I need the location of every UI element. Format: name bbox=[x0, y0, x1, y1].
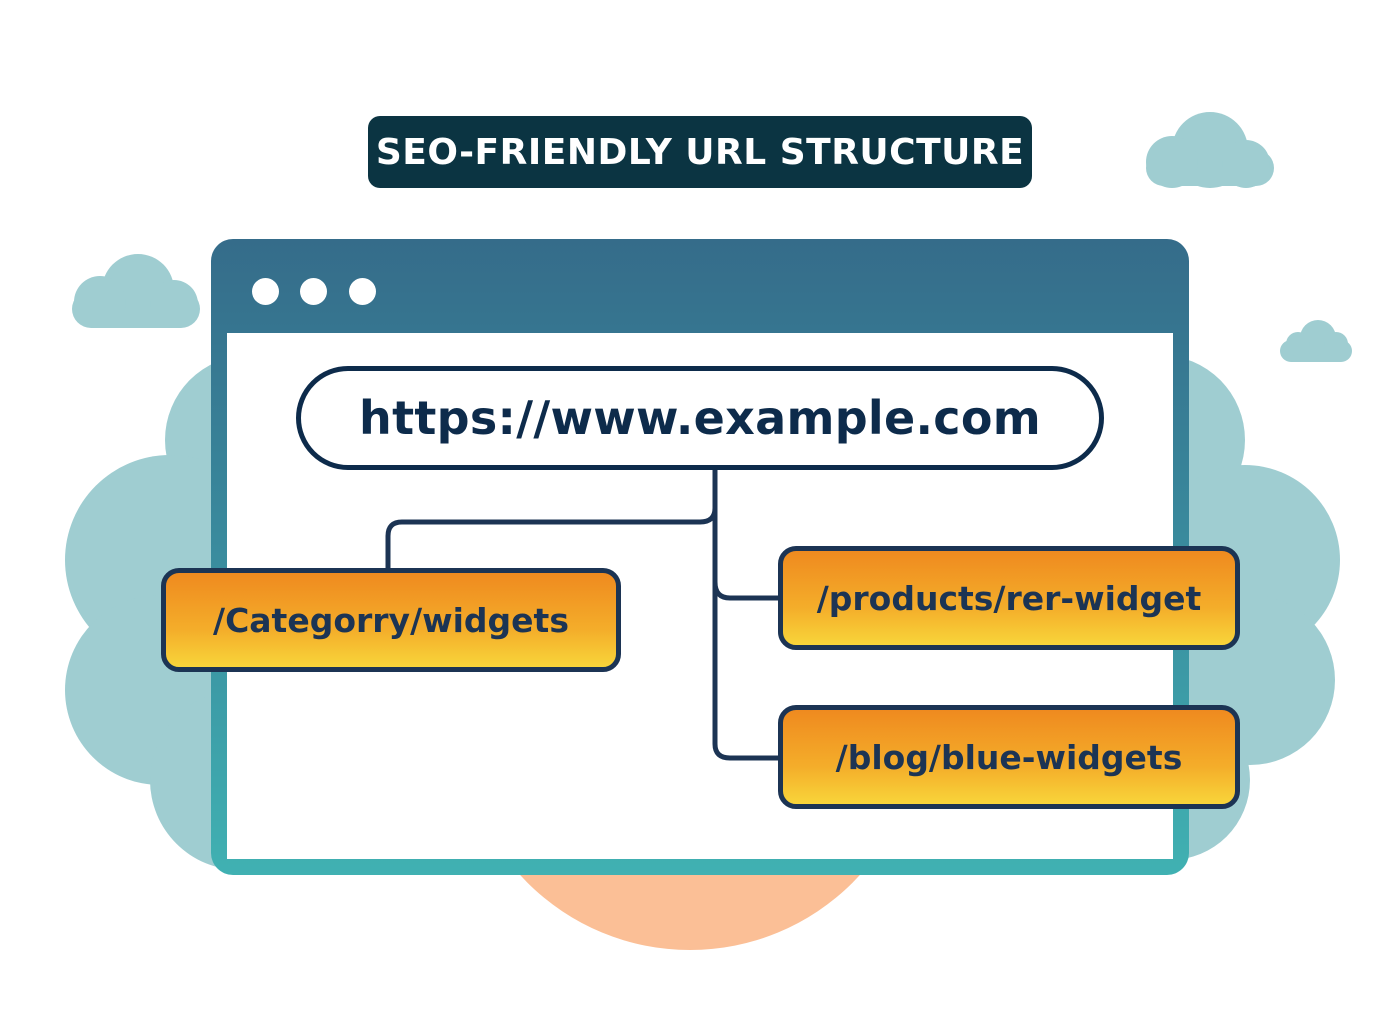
cloud-icon bbox=[72, 254, 200, 328]
path-products: /products/rer-widget bbox=[778, 546, 1240, 650]
root-url: https://www.example.com bbox=[296, 366, 1104, 470]
window-dot-icon bbox=[252, 278, 279, 305]
cloud-icon bbox=[1146, 112, 1274, 188]
path-blog: /blog/blue-widgets bbox=[778, 705, 1240, 809]
window-dot-icon bbox=[300, 278, 327, 305]
cloud-icon bbox=[1280, 320, 1352, 362]
window-dot-icon bbox=[349, 278, 376, 305]
path-category: /Categorry/widgets bbox=[161, 568, 621, 672]
diagram-title: SEO-FRIENDLY URL STRUCTURE bbox=[368, 116, 1032, 188]
